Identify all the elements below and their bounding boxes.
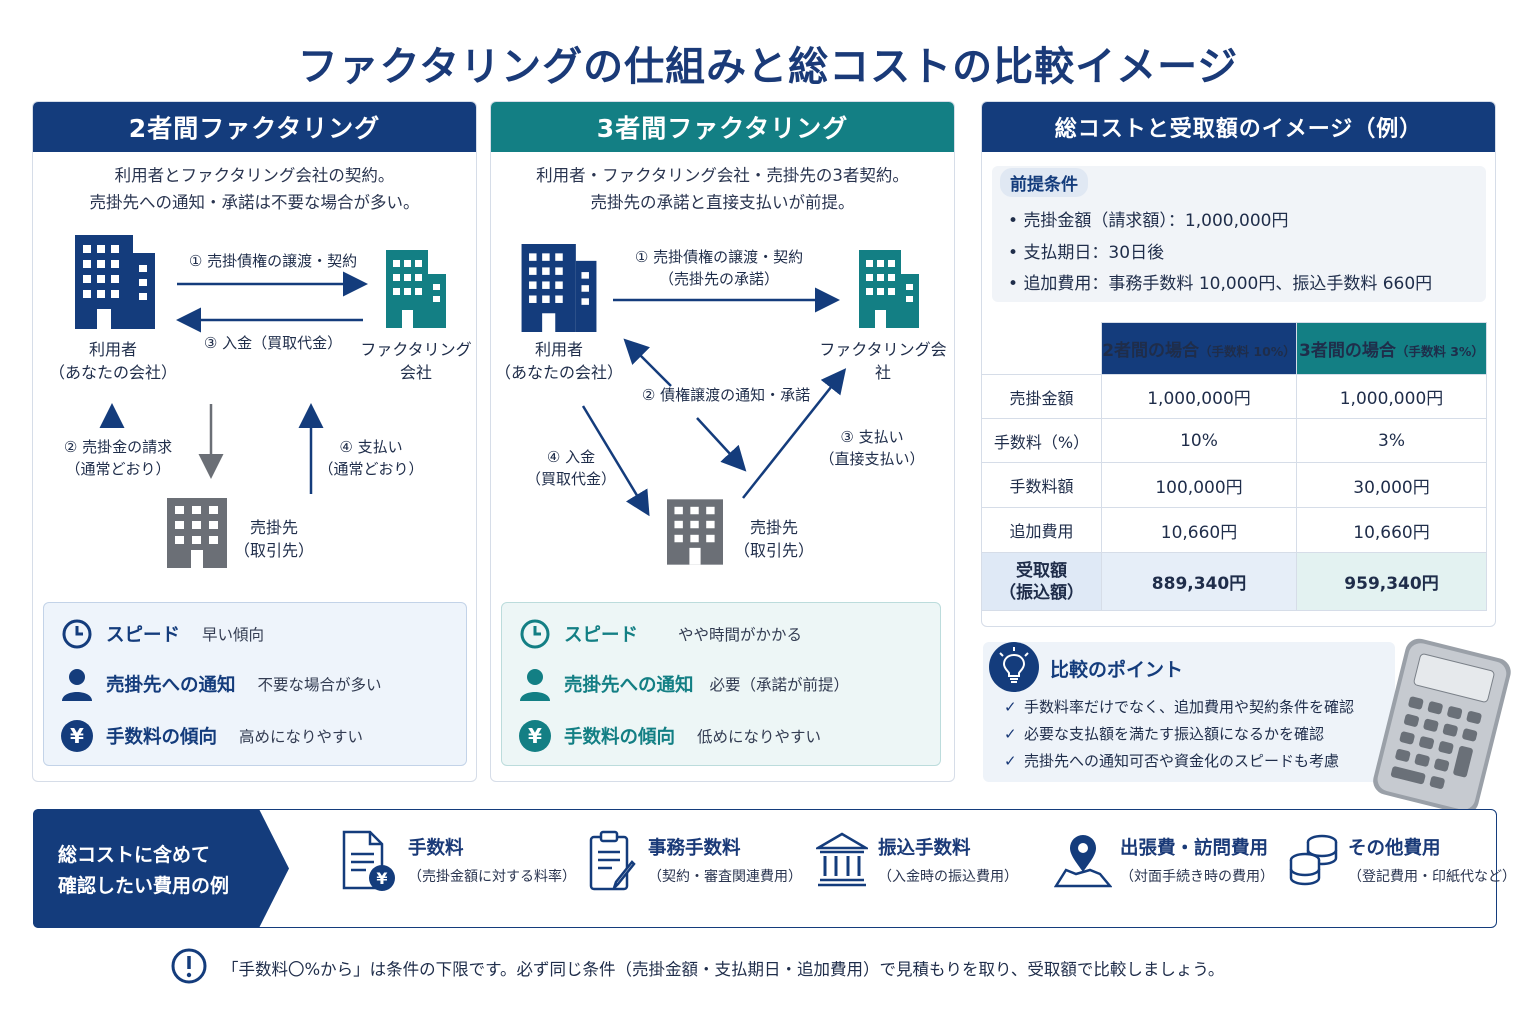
person-icon <box>518 667 552 701</box>
table-row: 手数料額 100,000円 30,000円 <box>982 462 1487 508</box>
feature-speed: スピード やや時間がかかる <box>518 617 802 651</box>
user-label: 利用者 （あなたの会社） <box>494 340 623 382</box>
factoring-company-building-icon <box>859 250 919 328</box>
point-item: ✓売掛先への通知可否や資金化のスピードも考慮 <box>1004 751 1340 771</box>
premise-box: 前提条件 • 売掛金額（請求額）：1,000,000円 • 支払期日：30日後 … <box>992 166 1486 302</box>
arrow-step3 <box>742 368 847 499</box>
check-icon: ✓ <box>1004 724 1017 743</box>
user-label: 利用者 （あなたの会社） <box>48 340 177 382</box>
table-row: 手数料（%） 10% 3% <box>982 418 1487 463</box>
clipboard-pen-icon <box>589 830 636 891</box>
calculator-icon <box>1373 638 1511 815</box>
received-amount-label: 受取額 （振込額） <box>982 552 1102 611</box>
arrow-step2-to-user <box>623 338 672 387</box>
document-yen-icon: ¥ <box>342 830 395 891</box>
column-three-party: 3者間の場合（手数料 3%） <box>1296 322 1487 375</box>
step1-label: ① 売掛債権の譲渡・契約 （売掛先の承諾） <box>634 248 804 288</box>
debtor-label: 売掛先 （取引先） <box>733 518 814 560</box>
two-party-header: 2者間ファクタリング <box>33 102 476 152</box>
premise-item: • 売掛金額（請求額）：1,000,000円 <box>1008 211 1289 231</box>
column-two-party: 2者間の場合（手数料 10%） <box>1101 322 1297 375</box>
step3-label: ③ 支払い （直接支払い） <box>819 428 925 468</box>
lightbulb-icon <box>988 641 1040 697</box>
clock-icon <box>518 617 552 651</box>
step2-label: ② 債権譲渡の通知・承諾 <box>641 386 811 404</box>
yen-icon: ¥ <box>518 719 552 753</box>
received-two-party: 889,340円 <box>1101 552 1297 611</box>
two-party-description: 利用者とファクタリング会社の契約。 売掛先への通知・承諾は不要な場合が多い。 <box>89 166 420 212</box>
check-icon: ✓ <box>1004 751 1017 770</box>
feature-fee-trend: ¥ 手数料の傾向 高めになりやすい <box>60 719 363 753</box>
two-party-flow-arrows <box>99 271 368 494</box>
table-row: 追加費用 10,660円 10,660円 <box>982 507 1487 553</box>
comparison-points-title: 比較のポイント <box>1050 659 1184 681</box>
cost-comparison-table: 2者間の場合（手数料 10%） 3者間の場合（手数料 3%） 売掛金額 1,00… <box>982 322 1487 611</box>
cost-header: 総コストと受取額のイメージ（例） <box>982 102 1495 152</box>
check-icon: ✓ <box>1004 697 1017 716</box>
factoring-company-label: ファクタリング会社 <box>819 340 947 382</box>
three-party-panel: 3者間ファクタリング 利用者・ファクタリング会社・売掛先の3者契約。 売掛先の承… <box>490 101 955 782</box>
three-party-header: 3者間ファクタリング <box>491 102 954 152</box>
point-item: ✓必要な支払額を満たす振込額になるかを確認 <box>1004 724 1325 744</box>
debtor-building-icon <box>167 498 227 568</box>
footer-note: 「手数料〇%から」は条件の下限です。必ず同じ条件（売掛金額・支払期日・追加費用）… <box>222 960 1225 979</box>
yen-icon: ¥ <box>60 719 94 753</box>
received-amount-row: 受取額 （振込額） 889,340円 959,340円 <box>982 552 1487 611</box>
premise-title: 前提条件 <box>1000 168 1088 197</box>
fee-examples-label-shape <box>33 809 289 928</box>
user-building-icon <box>521 244 597 332</box>
arrow-step2-to-debtor <box>696 417 747 472</box>
table-row: 売掛金額 1,000,000円 1,000,000円 <box>982 374 1487 419</box>
feature-notice: 売掛先への通知 不要な場合が多い <box>60 667 382 701</box>
two-party-features: スピード 早い傾向 売掛先への通知 不要な場合が多い ¥ 手数料の傾向 高めにな… <box>43 602 467 766</box>
feature-fee-trend: ¥ 手数料の傾向 低めになりやすい <box>518 719 821 753</box>
cost-panel: 総コストと受取額のイメージ（例） 前提条件 • 売掛金額（請求額）：1,000,… <box>981 101 1496 627</box>
point-item: ✓手数料率だけでなく、追加費用や契約条件を確認 <box>1004 697 1355 717</box>
fee-examples-label: 総コストに含めて 確認したい費用の例 <box>58 844 230 897</box>
svg-text:¥: ¥ <box>376 869 387 888</box>
factoring-company-building-icon <box>386 250 446 328</box>
debtor-building-icon <box>667 499 723 565</box>
two-party-panel: 2者間ファクタリング 利用者とファクタリング会社の契約。 売掛先への通知・承諾は… <box>32 101 477 782</box>
step1-label: ① 売掛債権の譲渡・契約 <box>188 252 358 270</box>
person-icon <box>60 667 94 701</box>
factoring-company-label: ファクタリング 会社 <box>360 340 472 382</box>
feature-speed: スピード 早い傾向 <box>60 617 264 651</box>
user-building-icon <box>75 235 155 329</box>
debtor-label: 売掛先 （取引先） <box>233 518 314 560</box>
fee-item-transfer: 振込手数料 （入金時の振込費用） <box>816 830 1018 890</box>
fee-item-commission: ¥ 手数料 （売掛金額に対する料率） <box>340 830 576 894</box>
feature-notice: 売掛先への通知 必要（承諾が前提） <box>518 667 849 701</box>
coins-icon <box>1289 834 1338 886</box>
step2-label: ② 売掛金の請求 （通常どおり） <box>63 438 173 478</box>
step3-label: ③ 入金（買取代金） <box>203 334 343 352</box>
premise-item: • 支払期日：30日後 <box>1008 243 1165 263</box>
arrow-step4 <box>581 405 650 517</box>
bank-icon <box>816 832 868 887</box>
received-three-party: 959,340円 <box>1296 552 1487 611</box>
fee-item-admin: 事務手数料 （契約・審査関連費用） <box>588 830 802 894</box>
premise-item: • 追加費用：事務手数料 10,000円、振込手数料 660円 <box>1008 274 1433 294</box>
fee-item-other: その他費用 （登記費用・印紙代など） <box>1288 830 1516 888</box>
fee-item-travel: 出張費・訪問費用 （対面手続き時の費用） <box>1054 830 1274 890</box>
three-party-description: 利用者・ファクタリング会社・売掛先の3者契約。 売掛先の承諾と直接支払いが前提。 <box>536 166 909 212</box>
page-title: ファクタリングの仕組みと総コストの比較イメージ <box>297 44 1239 90</box>
comparison-points-box <box>983 642 1395 782</box>
step4-label: ④ 入金 （買取代金） <box>525 448 616 488</box>
exclamation-icon <box>170 947 208 989</box>
clock-icon <box>60 617 94 651</box>
three-party-flow-arrows <box>581 287 847 517</box>
step4-label: ④ 支払い （通常どおり） <box>318 438 424 478</box>
three-party-features: スピード やや時間がかかる 売掛先への通知 必要（承諾が前提） ¥ 手数料の傾向… <box>501 602 941 766</box>
map-pin-icon <box>1054 835 1112 888</box>
